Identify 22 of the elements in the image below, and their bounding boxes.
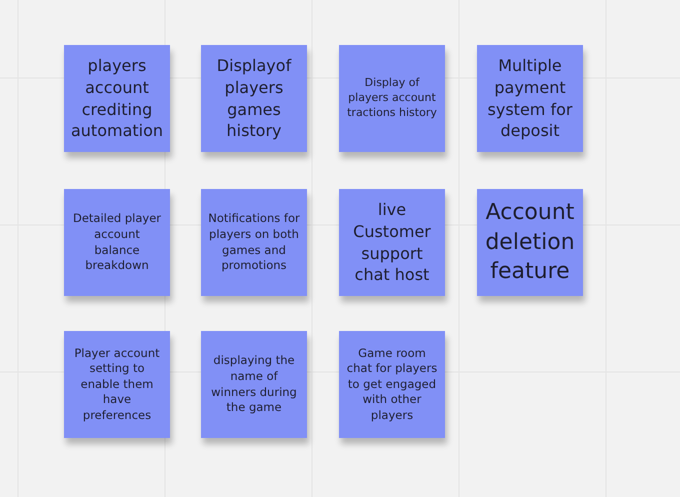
sticky-note <box>201 331 307 438</box>
note-text: live Customer support chat host <box>352 199 432 286</box>
sticky-note <box>339 331 445 438</box>
sticky-note <box>64 45 170 152</box>
sticky-note <box>339 189 445 296</box>
note-text: players account crediting automation <box>70 55 164 142</box>
note-text: Account deletion feature <box>484 198 576 286</box>
sticky-note <box>477 45 583 152</box>
note-text: displaying the name of winners during the game <box>210 353 298 416</box>
sticky-note <box>201 189 307 296</box>
note-text: Multiple payment system for deposit <box>486 55 574 142</box>
note-text: Displayof players games history <box>216 55 292 142</box>
sticky-note <box>201 45 307 152</box>
note-text: Notifications for players on both games and promotions <box>207 211 301 274</box>
note-text: Display of players account tractions history <box>346 76 438 121</box>
sticky-note <box>477 189 583 296</box>
sticky-note <box>339 45 445 152</box>
note-text: Player account setting to enable them have preferences <box>73 346 161 424</box>
note-text: Detailed player account balance breakdown <box>72 211 162 274</box>
sticky-note <box>64 331 170 438</box>
sticky-note <box>64 189 170 296</box>
note-text: Game room chat for players to get engaged with other players <box>346 346 438 424</box>
